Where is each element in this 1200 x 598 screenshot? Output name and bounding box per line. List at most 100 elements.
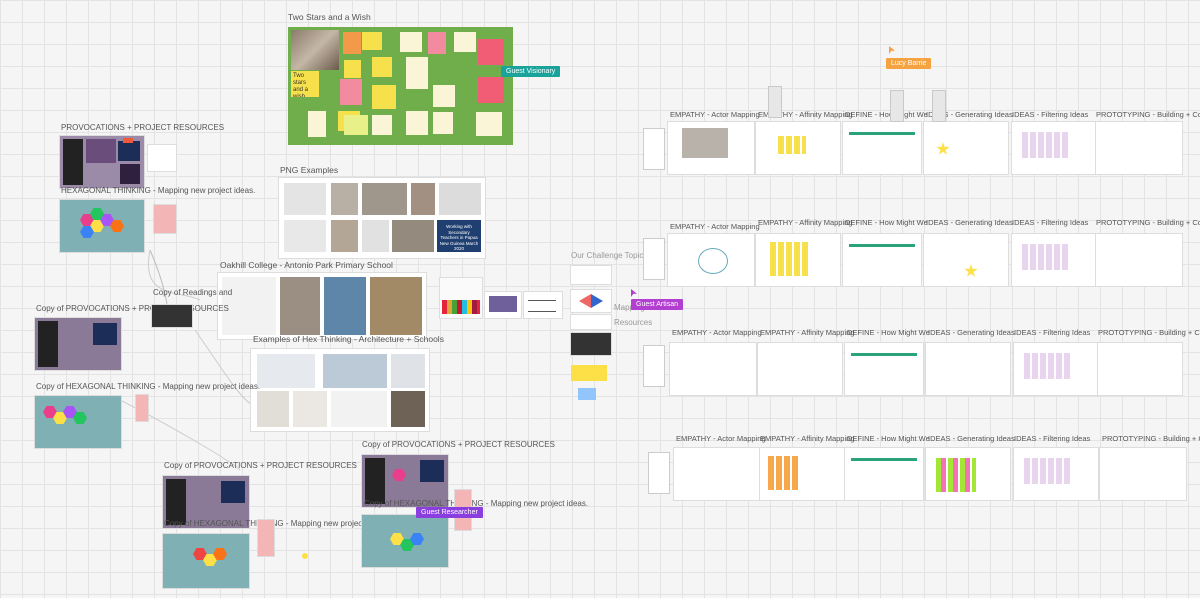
photo	[392, 220, 434, 252]
hexagonal-board[interactable]	[60, 200, 144, 252]
challenge-topics-title: Our Challenge Topics	[571, 251, 648, 260]
sticky-note	[478, 77, 504, 103]
row-1-ideas-board[interactable]	[924, 122, 1008, 174]
row-1-define-board[interactable]	[843, 122, 921, 174]
photo	[257, 354, 315, 388]
row-1-empathy-board[interactable]	[668, 122, 754, 174]
row-3-empathy-board[interactable]	[670, 343, 756, 395]
row-4-proto-board[interactable]	[1100, 448, 1186, 500]
pointer-icon	[631, 289, 637, 297]
board-panel	[86, 139, 116, 163]
photo	[331, 391, 387, 427]
sticky-note	[433, 85, 455, 107]
row-1-intro-card[interactable]	[643, 128, 665, 170]
row-4-define-board[interactable]	[845, 448, 923, 500]
row-3-affinity-board[interactable]	[758, 343, 842, 395]
copy-hexagonal-2-board[interactable]	[163, 534, 249, 588]
row-3-define-board[interactable]	[845, 343, 923, 395]
resource-card[interactable]	[571, 333, 611, 355]
topic-card[interactable]	[571, 290, 611, 312]
copy-hexagonal-1-board[interactable]	[35, 396, 121, 448]
board-panel	[63, 139, 83, 185]
pinned-note	[890, 90, 904, 122]
filter-grid	[1022, 132, 1068, 158]
row-3-proto-board[interactable]	[1098, 343, 1182, 395]
sticky-grid	[770, 242, 810, 276]
row-2-define-board[interactable]	[843, 234, 921, 286]
hexagon	[213, 548, 227, 560]
topic-card[interactable]	[571, 266, 611, 284]
section-bar	[851, 353, 917, 356]
resource-card[interactable]	[148, 145, 176, 171]
sticky-stack[interactable]	[154, 205, 176, 233]
cursor-guest-researcher: Guest Researcher	[416, 507, 483, 518]
row-2-proto-board[interactable]	[1096, 234, 1182, 286]
row-2-affinity-board[interactable]	[756, 234, 840, 286]
row-1-affinity-title: EMPATHY - Affinity Mapping	[758, 110, 853, 119]
sticky-note	[406, 111, 428, 135]
sticky-note	[308, 111, 326, 137]
row-1-affinity-board[interactable]	[756, 122, 840, 174]
row-4-intro-card[interactable]	[648, 452, 670, 494]
photo	[411, 183, 435, 215]
sticky-note	[400, 32, 422, 52]
provocations-board[interactable]	[60, 136, 144, 188]
photo	[362, 183, 407, 215]
row-2-ideas-board[interactable]	[924, 234, 1008, 286]
section-bar	[851, 458, 917, 461]
row-1-proto-board[interactable]	[1096, 122, 1182, 174]
row-3-ideas-board[interactable]	[926, 343, 1010, 395]
copy-provocations-3-board[interactable]	[362, 455, 448, 507]
two-stars-board[interactable]: Two stars and a wish	[288, 27, 513, 145]
photo	[284, 220, 326, 252]
sticky-note	[343, 32, 361, 54]
row-2-intro-card[interactable]	[643, 238, 665, 280]
oakhill-frame[interactable]	[218, 273, 426, 339]
photo	[391, 354, 425, 388]
readings-card[interactable]	[152, 305, 192, 327]
photo	[362, 220, 389, 252]
photo	[391, 391, 425, 427]
hexagon	[110, 220, 124, 232]
row-4-ideas-board[interactable]	[926, 448, 1010, 500]
sticky-stack[interactable]	[258, 520, 274, 556]
filter-grid	[1024, 353, 1070, 379]
copy-provocations-2-board[interactable]	[163, 476, 249, 528]
row-2-filter-board[interactable]	[1012, 234, 1096, 286]
sticky-note	[372, 57, 392, 77]
copy-readings-title: Copy of Readings and	[153, 288, 233, 297]
photo	[293, 391, 327, 427]
hexagon	[80, 214, 94, 226]
copy-hexagonal-3-board[interactable]	[362, 515, 448, 567]
row-3-ideas-title: IDEAS - Generating Ideas	[928, 328, 1015, 337]
row-1-filter-board[interactable]	[1012, 122, 1096, 174]
photo	[324, 277, 366, 335]
hexagon	[100, 214, 114, 226]
copy-provocations-1-board[interactable]	[35, 318, 121, 370]
board-panel	[420, 460, 444, 482]
row-3-filter-board[interactable]	[1014, 343, 1098, 395]
sticky-stack[interactable]	[136, 395, 148, 421]
png-examples-title: PNG Examples	[280, 165, 339, 175]
diagram-card[interactable]	[524, 292, 562, 318]
png-examples-frame[interactable]: Working with Secondary Teachers in Papua…	[279, 178, 485, 258]
topic-card[interactable]	[571, 315, 611, 329]
diagram-card[interactable]	[485, 292, 521, 318]
board-panel	[118, 141, 140, 161]
sdg-grid	[442, 300, 480, 314]
hex-thinking-frame[interactable]	[251, 349, 429, 431]
row-2-filter-title: IDEAS - Filtering Ideas	[1012, 218, 1089, 227]
row-4-filter-board[interactable]	[1014, 448, 1098, 500]
photo	[284, 183, 326, 215]
row-2-empathy-board[interactable]	[668, 234, 754, 286]
sticky-cluster	[578, 388, 596, 400]
row-4-affinity-board[interactable]	[760, 448, 844, 500]
sticky-note	[406, 57, 428, 89]
sticky-grid	[936, 458, 976, 492]
row-1-define-title: DEFINE - How Might We	[845, 110, 928, 119]
row-4-define-title: DEFINE - How Might We	[847, 434, 930, 443]
row-4-empathy-board[interactable]	[674, 448, 760, 500]
sdg-icons-panel[interactable]	[440, 278, 482, 318]
diagram-lines	[528, 300, 556, 312]
row-3-intro-card[interactable]	[643, 345, 665, 387]
